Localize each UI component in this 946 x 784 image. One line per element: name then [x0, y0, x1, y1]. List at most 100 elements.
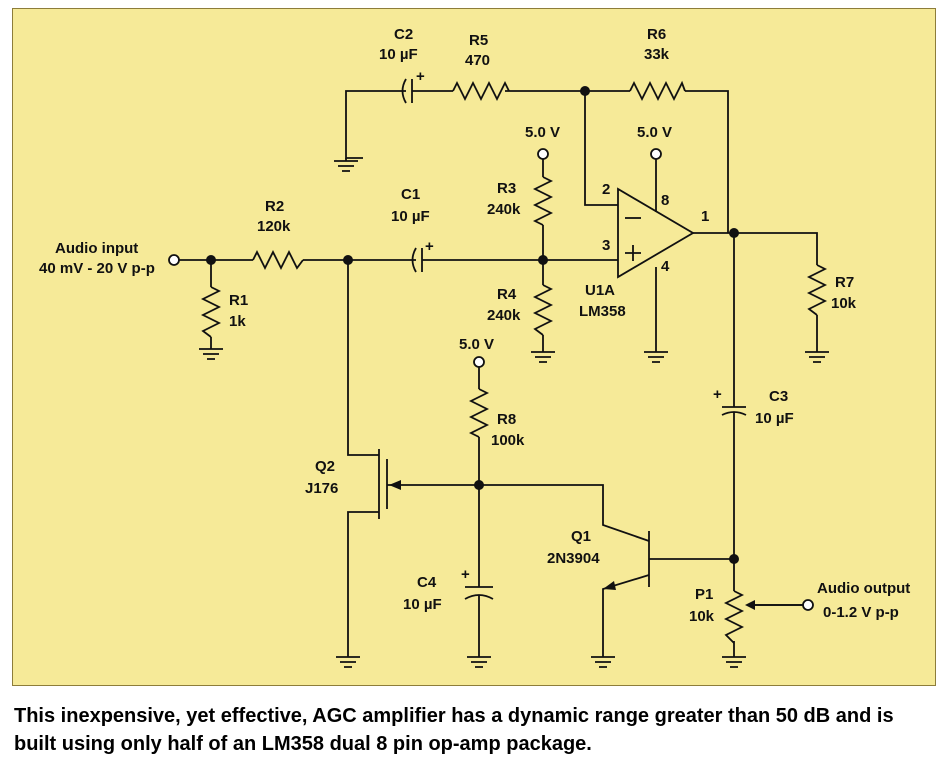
label-r1-value: 1k: [229, 313, 246, 330]
resistor-r3: [532, 176, 554, 226]
junction-feedback: [580, 86, 590, 96]
resistor-r1: [200, 286, 222, 338]
label-u1a-part: LM358: [579, 303, 626, 320]
ground-p1: [722, 656, 746, 668]
label-5v-opamp: 5.0 V: [637, 124, 672, 141]
label-c2: C2: [394, 26, 413, 43]
label-c1: C1: [401, 186, 420, 203]
label-p1: P1: [695, 586, 713, 603]
potentiometer-p1: [723, 590, 745, 644]
wire-q2-source: [347, 511, 379, 657]
wire-c2-ground: [345, 90, 394, 159]
label-c2-plus: +: [416, 68, 425, 85]
label-c2-value: 10 µF: [379, 46, 418, 63]
label-r8-value: 100k: [491, 432, 525, 449]
circuit-schematic: C2 10 µF + R5 470 R6 33k 5.0 V 5.0 V 5.0…: [39, 26, 910, 668]
label-c1-plus: +: [425, 238, 434, 255]
label-pin1: 1: [701, 208, 709, 225]
wire-op-out: [693, 232, 818, 265]
label-r3: R3: [497, 180, 516, 197]
label-5v-r3: 5.0 V: [525, 124, 560, 141]
ground-c4: [467, 656, 491, 668]
ground-q2: [336, 656, 360, 668]
schematic-panel: C2 10 µF + R5 470 R6 33k 5.0 V 5.0 V 5.0…: [12, 8, 936, 686]
label-r1: R1: [229, 292, 248, 309]
label-c4-value: 10 µF: [403, 596, 442, 613]
ground-r7: [805, 351, 829, 363]
terminal-5v-r3: [537, 148, 549, 160]
resistor-r5: [452, 80, 510, 102]
ground-r4: [531, 351, 555, 363]
ground-q1: [591, 656, 615, 668]
opamp-u1a: [617, 187, 695, 279]
resistor-r7: [806, 264, 828, 316]
capacitor-c1: [406, 247, 430, 273]
label-audio-input-range: 40 mV - 20 V p-p: [39, 260, 155, 277]
label-r3-value: 240k: [487, 201, 521, 218]
label-c3-value: 10 µF: [755, 410, 794, 427]
p1-wiper-arrowhead: [745, 600, 755, 610]
label-r4-value: 240k: [487, 307, 521, 324]
bjt-q1-emitter-arrow: [603, 581, 616, 590]
terminal-audio-input: [168, 254, 180, 266]
resistor-r4: [532, 284, 554, 336]
label-c4: C4: [417, 574, 437, 591]
caption-line-1: This inexpensive, yet effective, AGC amp…: [14, 705, 894, 727]
terminal-5v-opamp: [650, 148, 662, 160]
wire-q2-gate: [387, 484, 650, 542]
label-r7-value: 10k: [831, 295, 857, 312]
opamp-plus-sign: [625, 245, 641, 261]
wire-q2-drain: [347, 260, 379, 456]
label-q2-part: J176: [305, 480, 338, 497]
label-c1-value: 10 µF: [391, 208, 430, 225]
label-r2: R2: [265, 198, 284, 215]
label-pin8: 8: [661, 192, 669, 209]
jfet-q2-arrow: [389, 480, 401, 490]
caption-line-2: built using only half of an LM358 dual 8…: [14, 733, 592, 755]
label-pin4: 4: [661, 258, 670, 275]
label-c4-plus: +: [461, 566, 470, 583]
junction-r8-c4: [474, 480, 484, 490]
label-p1-value: 10k: [689, 608, 715, 625]
wire-node-pin2: [584, 91, 618, 206]
terminal-audio-output: [802, 599, 814, 611]
label-c3-plus: +: [713, 386, 722, 403]
label-r5-value: 470: [465, 52, 490, 69]
ground-r1: [199, 348, 223, 360]
junction-r3-r4: [538, 255, 548, 265]
resistor-r8: [468, 388, 490, 438]
label-audio-input: Audio input: [55, 240, 138, 257]
label-audio-output: Audio output: [817, 580, 910, 597]
label-q1-part: 2N3904: [547, 550, 600, 567]
label-q1: Q1: [571, 528, 591, 545]
terminal-5v-r8: [473, 356, 485, 368]
label-r7: R7: [835, 274, 854, 291]
label-r6: R6: [647, 26, 666, 43]
label-audio-output-range: 0-1.2 V p-p: [823, 604, 899, 621]
ground-symbols: [199, 158, 829, 668]
label-r4: R4: [497, 286, 517, 303]
figure-caption: This inexpensive, yet effective, AGC amp…: [14, 702, 934, 758]
label-q2: Q2: [315, 458, 335, 475]
label-r2-value: 120k: [257, 218, 291, 235]
label-r5: R5: [469, 32, 488, 49]
label-pin3: 3: [602, 237, 610, 254]
label-c3: C3: [769, 388, 788, 405]
ground-c2: [334, 158, 358, 172]
junction-dots: [206, 86, 739, 564]
label-5v-r8: 5.0 V: [459, 336, 494, 353]
jfet-q2: [378, 449, 388, 519]
label-pin2: 2: [602, 181, 610, 198]
wire-r6-out: [685, 90, 729, 233]
resistor-r6: [629, 80, 686, 102]
resistor-r2: [252, 249, 304, 271]
junction-output: [729, 228, 739, 238]
junction-r1: [206, 255, 216, 265]
junction-q1-p1: [729, 554, 739, 564]
label-r6-value: 33k: [644, 46, 670, 63]
ground-opamp: [644, 351, 668, 363]
label-u1a: U1A: [585, 282, 615, 299]
label-r8: R8: [497, 411, 516, 428]
junction-r2-q2: [343, 255, 353, 265]
capacitor-c2: [394, 78, 418, 104]
